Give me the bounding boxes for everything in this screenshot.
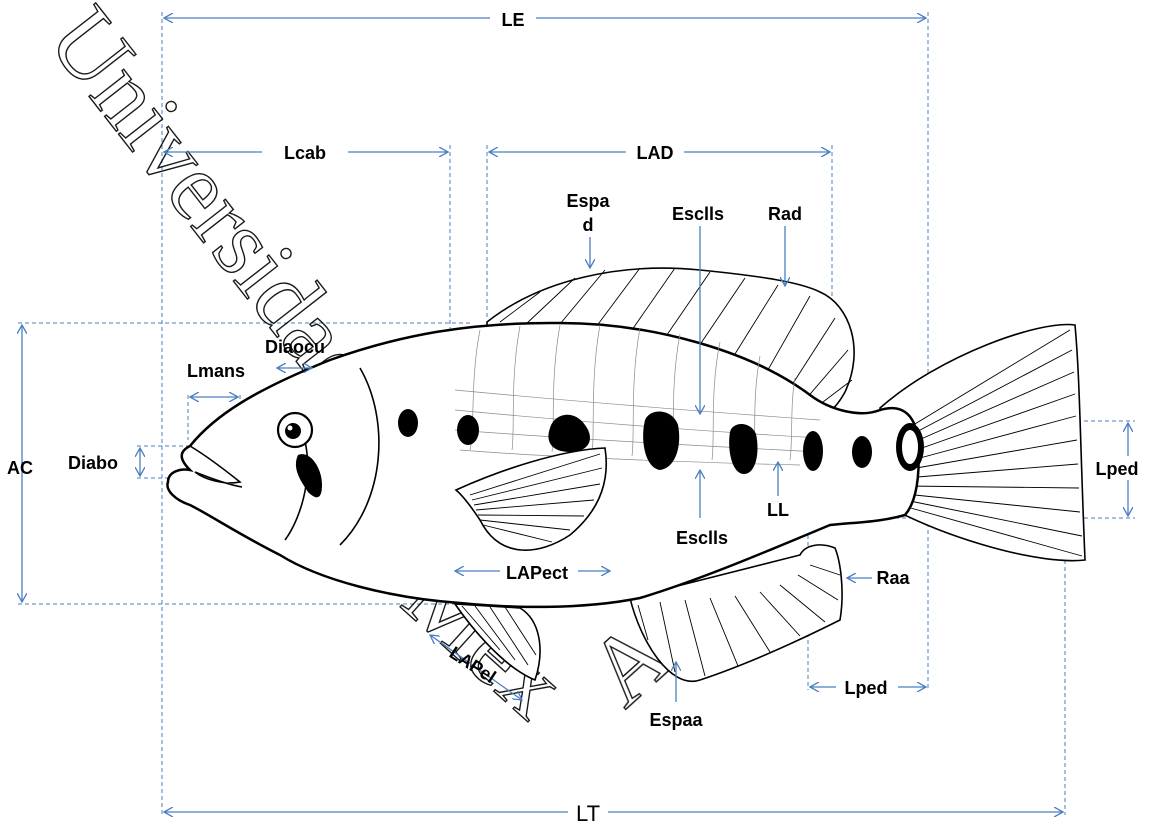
spot-6 — [803, 431, 823, 471]
label-lad: LAD — [637, 143, 674, 163]
label-lped-right: Lped — [1096, 459, 1139, 479]
label-lcab: Lcab — [284, 143, 326, 163]
spot-7 — [852, 436, 872, 468]
label-esclls-bottom: Esclls — [676, 528, 728, 548]
label-espad-line-2: d — [583, 215, 594, 235]
label-raa: Raa — [876, 568, 910, 588]
label-lapect: LAPect — [506, 563, 568, 583]
label-espaa: Espaa — [649, 710, 703, 730]
label-le: LE — [501, 10, 524, 30]
label-lt: LT — [576, 801, 600, 825]
spot-1 — [398, 409, 418, 437]
label-ac: AC — [7, 458, 33, 478]
label-diabo: Diabo — [68, 453, 118, 473]
label-rad: Rad — [768, 204, 802, 224]
label-diaocu: Diaocu — [265, 337, 325, 357]
label-espad-line-1: Espa — [566, 191, 610, 211]
label-ll: LL — [767, 500, 789, 520]
label-lped-bottom: Lped — [845, 678, 888, 698]
spot-2 — [457, 415, 479, 445]
label-esclls-top: Esclls — [672, 204, 724, 224]
label-lmans: Lmans — [187, 361, 245, 381]
